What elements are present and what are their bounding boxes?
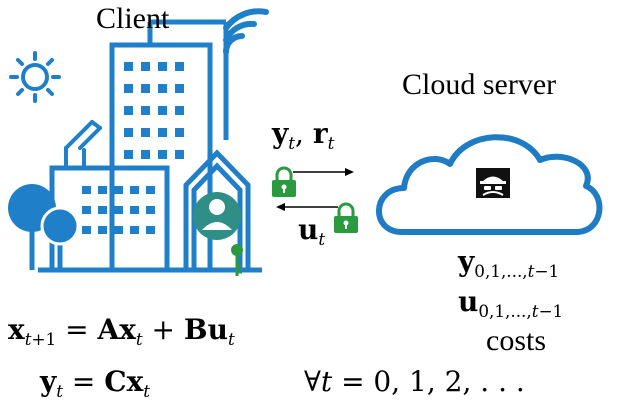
time-domain: ∀t = 0, 1, 2, . . .	[304, 365, 525, 398]
stored-costs: costs	[486, 324, 546, 357]
dynamics-equation: xt+1 = Axt + But	[8, 313, 235, 349]
uplink-label: yt, rt	[272, 117, 335, 153]
stored-inputs: u0,1,...,t−1	[458, 285, 564, 321]
key-icon	[231, 244, 243, 276]
tree-icon	[8, 184, 80, 270]
client-title: Client	[96, 2, 170, 35]
server-title: Cloud server	[402, 68, 557, 101]
lock-icon	[334, 202, 358, 233]
user-icon	[193, 192, 241, 240]
uplink-arrow	[293, 168, 354, 176]
downlink-label: ut	[298, 213, 326, 249]
stored-outputs: y0,1,...,t−1	[458, 245, 560, 281]
sun-icon	[9, 51, 61, 103]
lock-icon	[272, 166, 296, 197]
wifi-icon	[223, 8, 269, 55]
downlink-arrow	[276, 203, 338, 211]
antenna-icon	[64, 120, 102, 170]
client-illustration	[9, 8, 269, 273]
building-windows	[82, 62, 184, 234]
output-equation: yt = Cxt	[40, 365, 151, 401]
hacker-icon	[476, 168, 510, 198]
